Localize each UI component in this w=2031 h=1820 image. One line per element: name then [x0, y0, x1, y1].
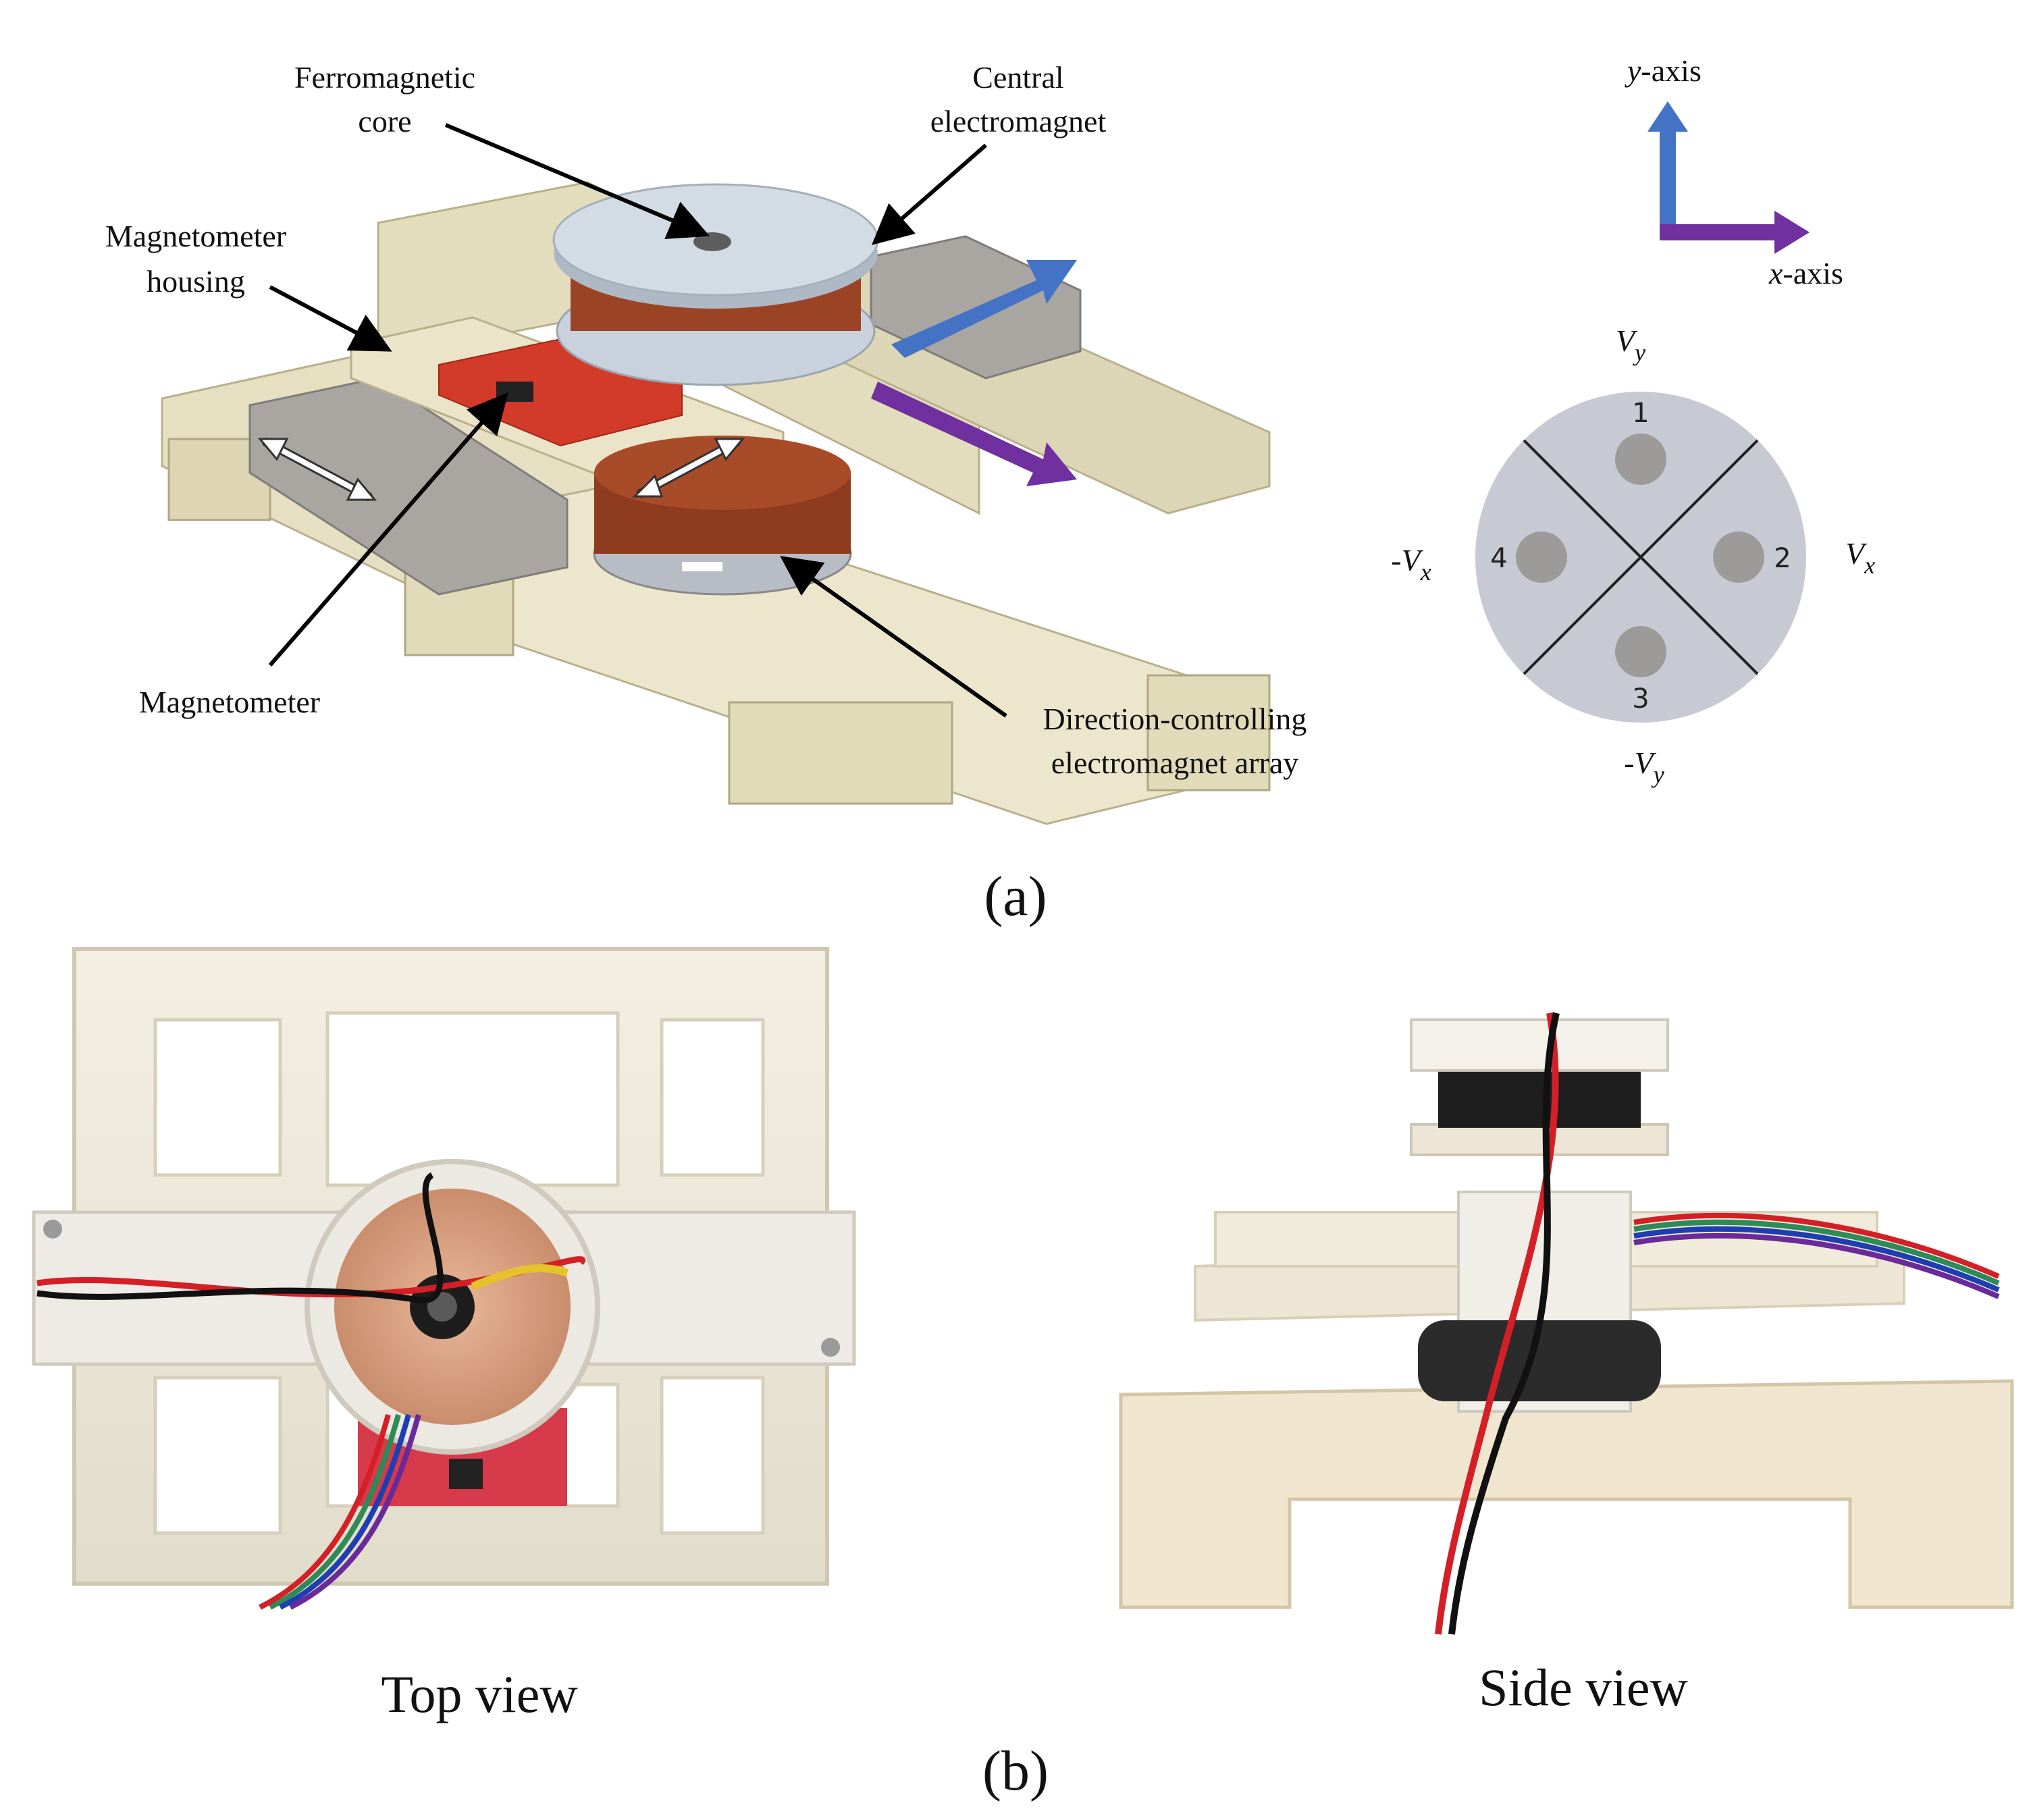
electrode-4 — [1516, 531, 1567, 583]
top-wire-black — [36, 1172, 444, 1303]
top-wire-bundle — [269, 1413, 401, 1610]
caption-b: (b) — [982, 1740, 1049, 1802]
electrode-diagram: 1 2 3 4 Vy Vx -Vy -Vx — [1391, 323, 1875, 788]
render-3d — [161, 181, 1271, 825]
side-wire-red — [1435, 1012, 1559, 1635]
y-axis-arrow-shaft — [1660, 128, 1676, 240]
caption-a: (a) — [984, 865, 1047, 928]
lower-array-slot — [682, 562, 722, 571]
ferromagnetic-core-dot — [693, 232, 731, 251]
label-magnetometer: Magnetometer — [139, 685, 320, 719]
top-frame-window-tr — [660, 1018, 765, 1177]
label-side-view: Side view — [1479, 1658, 1688, 1717]
side-black-coil-low — [1418, 1320, 1661, 1401]
electrode-2 — [1713, 531, 1764, 583]
label-magnetometer-housing-line2: housing — [147, 264, 245, 298]
top-frame-window-bl — [153, 1376, 282, 1535]
side-top-plate — [1410, 1018, 1669, 1072]
electrode-number-3: 3 — [1632, 683, 1649, 714]
side-wire-bundle — [1633, 1220, 2000, 1286]
top-frame-window-tl — [153, 1018, 282, 1177]
leader-lines — [268, 123, 1007, 718]
top-frame-window-br — [660, 1376, 765, 1535]
y-axis-label: y-axis — [1625, 53, 1702, 88]
frame-leg — [1146, 674, 1271, 791]
render-x-arrow — [871, 382, 1077, 486]
side-wire-black — [1448, 1012, 1560, 1635]
electrode-number-2: 2 — [1774, 543, 1791, 574]
label-vx: Vx — [1845, 536, 1875, 579]
side-base — [1119, 1379, 2014, 1609]
screw-right — [821, 1338, 840, 1357]
x-axis-label: x-axis — [1768, 256, 1843, 290]
render-y-arrow — [891, 260, 1077, 358]
label-central-electromagnet-line1: Central — [972, 60, 1063, 95]
electrode-3 — [1615, 626, 1666, 677]
label-direction-array-line1: Direction-controlling — [1043, 702, 1307, 736]
electrode-1 — [1615, 434, 1666, 485]
label-ferromagnetic-core-line2: core — [358, 104, 411, 138]
top-wire-yellow — [471, 1264, 569, 1291]
label-magnetometer-housing-line1: Magnetometer — [105, 219, 286, 253]
side-lower-plate — [1410, 1123, 1669, 1156]
label-neg-vy: -Vy — [1624, 746, 1664, 788]
electrode-number-1: 1 — [1632, 398, 1649, 429]
side-view-photo — [1119, 1012, 2014, 1635]
x-axis-arrow-head — [1774, 211, 1810, 254]
side-black-coil — [1438, 1064, 1641, 1128]
label-top-view: Top view — [381, 1665, 577, 1723]
top-frame-window-tm — [325, 1011, 620, 1187]
axis-indicator: y-axis x-axis — [1625, 53, 1843, 290]
frame-leg — [728, 701, 953, 805]
electrode-number-4: 4 — [1490, 543, 1507, 574]
top-pcb-chip — [449, 1459, 483, 1489]
screw-left — [43, 1220, 62, 1239]
label-ferromagnetic-core-line1: Ferromagnetic — [294, 60, 475, 95]
label-direction-array-line2: electromagnet array — [1051, 746, 1299, 780]
label-vy: Vy — [1616, 323, 1645, 366]
label-central-electromagnet-line2: electromagnet — [930, 104, 1107, 138]
x-axis-arrow-shaft — [1660, 224, 1778, 240]
label-neg-vx: -Vx — [1391, 543, 1431, 586]
y-axis-arrow-head — [1647, 101, 1688, 132]
top-view-photo — [32, 947, 856, 1610]
